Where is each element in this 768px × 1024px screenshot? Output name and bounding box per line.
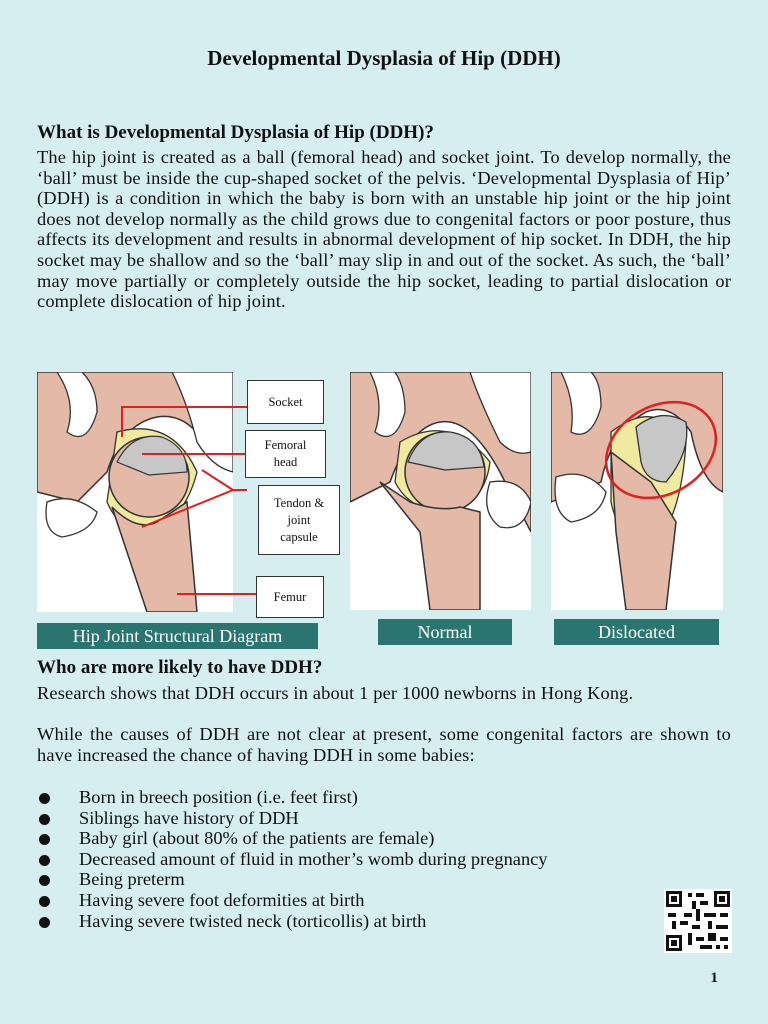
qr-code-icon[interactable] — [664, 889, 732, 953]
list-item-text: Having severe foot deformities at birth — [79, 889, 365, 910]
label-socket: Socket — [247, 380, 324, 424]
bullet-icon — [39, 875, 50, 887]
structural-diagram — [37, 372, 233, 612]
list-item-text: Born in breech position (i.e. feet first… — [79, 787, 358, 807]
normal-hip-diagram — [350, 372, 531, 610]
who-paragraph-1: Research shows that DDH occurs in about … — [37, 683, 731, 704]
label-tendon-joint-capsule: Tendon & joint capsule — [258, 485, 340, 555]
page-title: Developmental Dysplasia of Hip (DDH) — [207, 46, 561, 70]
bullet-icon — [39, 854, 50, 866]
section-heading-what-is: What is Developmental Dysplasia of Hip (… — [37, 122, 434, 143]
list-item: Having severe twisted neck (torticollis)… — [37, 911, 677, 932]
list-item-text: Being preterm — [79, 869, 185, 890]
who-text-1: Research shows that DDH occurs in about … — [37, 683, 634, 703]
list-item-text: Siblings have history of DDH — [79, 807, 299, 828]
label-femur: Femur — [256, 576, 324, 618]
list-item: Being preterm — [37, 869, 677, 890]
bullet-icon — [39, 916, 50, 928]
bullet-icon — [39, 813, 50, 825]
who-text-2: While the causes of DDH are not clear at… — [37, 724, 731, 765]
what-is-text: The hip joint is created as a ball (femo… — [37, 147, 731, 312]
list-item-text: Having severe twisted neck (torticollis)… — [79, 910, 427, 931]
list-item-text: Baby girl (about 80% of the patients are… — [79, 828, 435, 849]
list-item: Baby girl (about 80% of the patients are… — [37, 828, 677, 849]
bullet-icon — [39, 834, 50, 846]
qr-code-graphic — [664, 889, 732, 953]
label-tendon-text: Tendon & joint capsule — [273, 495, 325, 544]
structural-diagram-illustration — [37, 372, 233, 612]
label-femoral-head-text: Femoral head — [264, 438, 307, 469]
page-number: 1 — [710, 970, 719, 986]
list-item: Siblings have history of DDH — [37, 808, 677, 829]
list-item: Born in breech position (i.e. feet first… — [37, 787, 677, 808]
bullet-icon — [39, 895, 50, 907]
dislocated-hip-diagram — [551, 372, 723, 610]
normal-hip-illustration — [350, 372, 531, 610]
list-item: Having severe foot deformities at birth — [37, 890, 677, 911]
what-is-paragraph: The hip joint is created as a ball (femo… — [37, 147, 731, 312]
caption-normal: Normal — [378, 619, 512, 645]
who-paragraph-2: While the causes of DDH are not clear at… — [37, 724, 731, 765]
list-item: Decreased amount of fluid in mother’s wo… — [37, 849, 677, 870]
label-femoral-head: Femoral head — [245, 430, 326, 478]
dislocated-hip-illustration — [551, 372, 723, 610]
bullet-icon — [39, 793, 50, 804]
risk-factor-list: Born in breech position (i.e. feet first… — [37, 787, 677, 931]
list-item-text: Decreased amount of fluid in mother’s wo… — [79, 848, 548, 869]
caption-dislocated: Dislocated — [554, 619, 719, 645]
section-heading-who: Who are more likely to have DDH? — [37, 657, 323, 678]
label-connectors — [233, 406, 257, 595]
caption-structural: Hip Joint Structural Diagram — [37, 623, 318, 649]
